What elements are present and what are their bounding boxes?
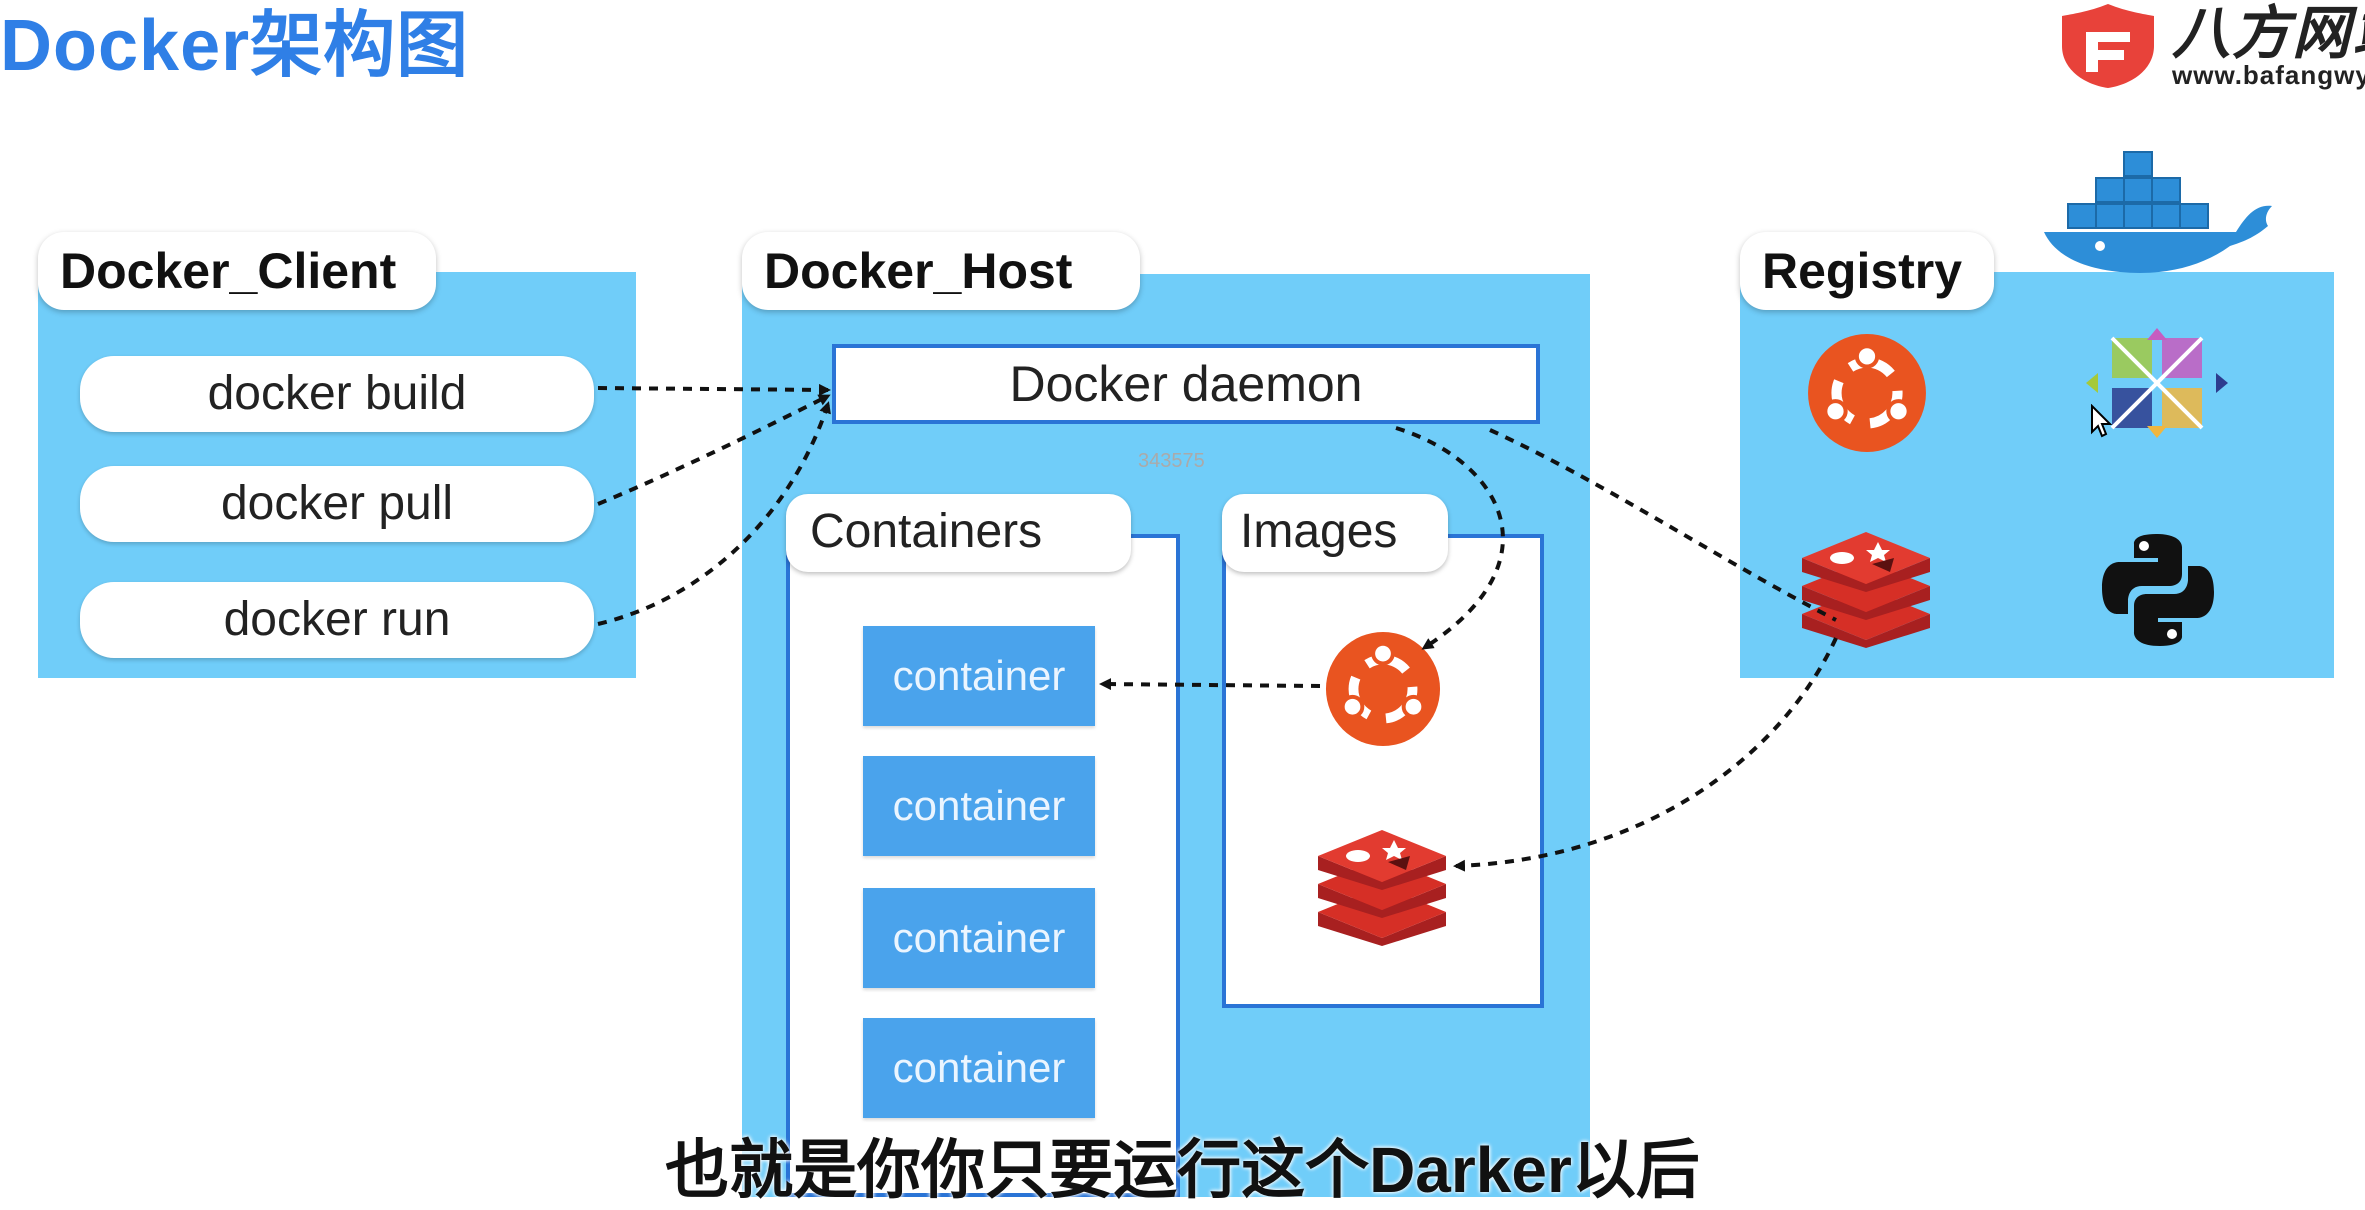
docker-whale-icon xyxy=(2044,151,2272,273)
docker-build-command: docker build xyxy=(80,356,594,432)
client-tab: Docker_Client xyxy=(38,232,436,310)
python-icon xyxy=(2102,534,2214,646)
redis-icon xyxy=(1318,830,1446,946)
mouse-cursor-icon xyxy=(2091,404,2112,438)
video-subtitle: 也就是你你只要运行这个Darker以后 xyxy=(665,1134,1700,1206)
faint-number: 343575 xyxy=(1138,450,1205,472)
centos-icon xyxy=(2086,328,2228,438)
container-item: container xyxy=(863,1018,1095,1118)
registry-tab: Registry xyxy=(1740,232,1994,310)
container-item: container xyxy=(863,888,1095,988)
brand-shield-icon xyxy=(2062,4,2154,88)
docker-pull-command: docker pull xyxy=(80,466,594,542)
page-title: Docker架构图 xyxy=(0,6,470,86)
host-tab: Docker_Host xyxy=(742,232,1140,310)
images-tab: Images xyxy=(1222,494,1448,572)
docker-daemon-box: Docker daemon xyxy=(832,344,1540,424)
container-item: container xyxy=(863,626,1095,726)
container-item: container xyxy=(863,756,1095,856)
docker-run-command: docker run xyxy=(80,582,594,658)
ubuntu-icon xyxy=(1808,334,1926,452)
ubuntu-icon xyxy=(1325,631,1441,747)
containers-tab: Containers xyxy=(786,494,1131,572)
redis-icon xyxy=(1802,532,1930,648)
brand-url: www.bafangwy.c xyxy=(2172,60,2365,90)
brand-name: 八方网站 xyxy=(2172,1,2365,66)
